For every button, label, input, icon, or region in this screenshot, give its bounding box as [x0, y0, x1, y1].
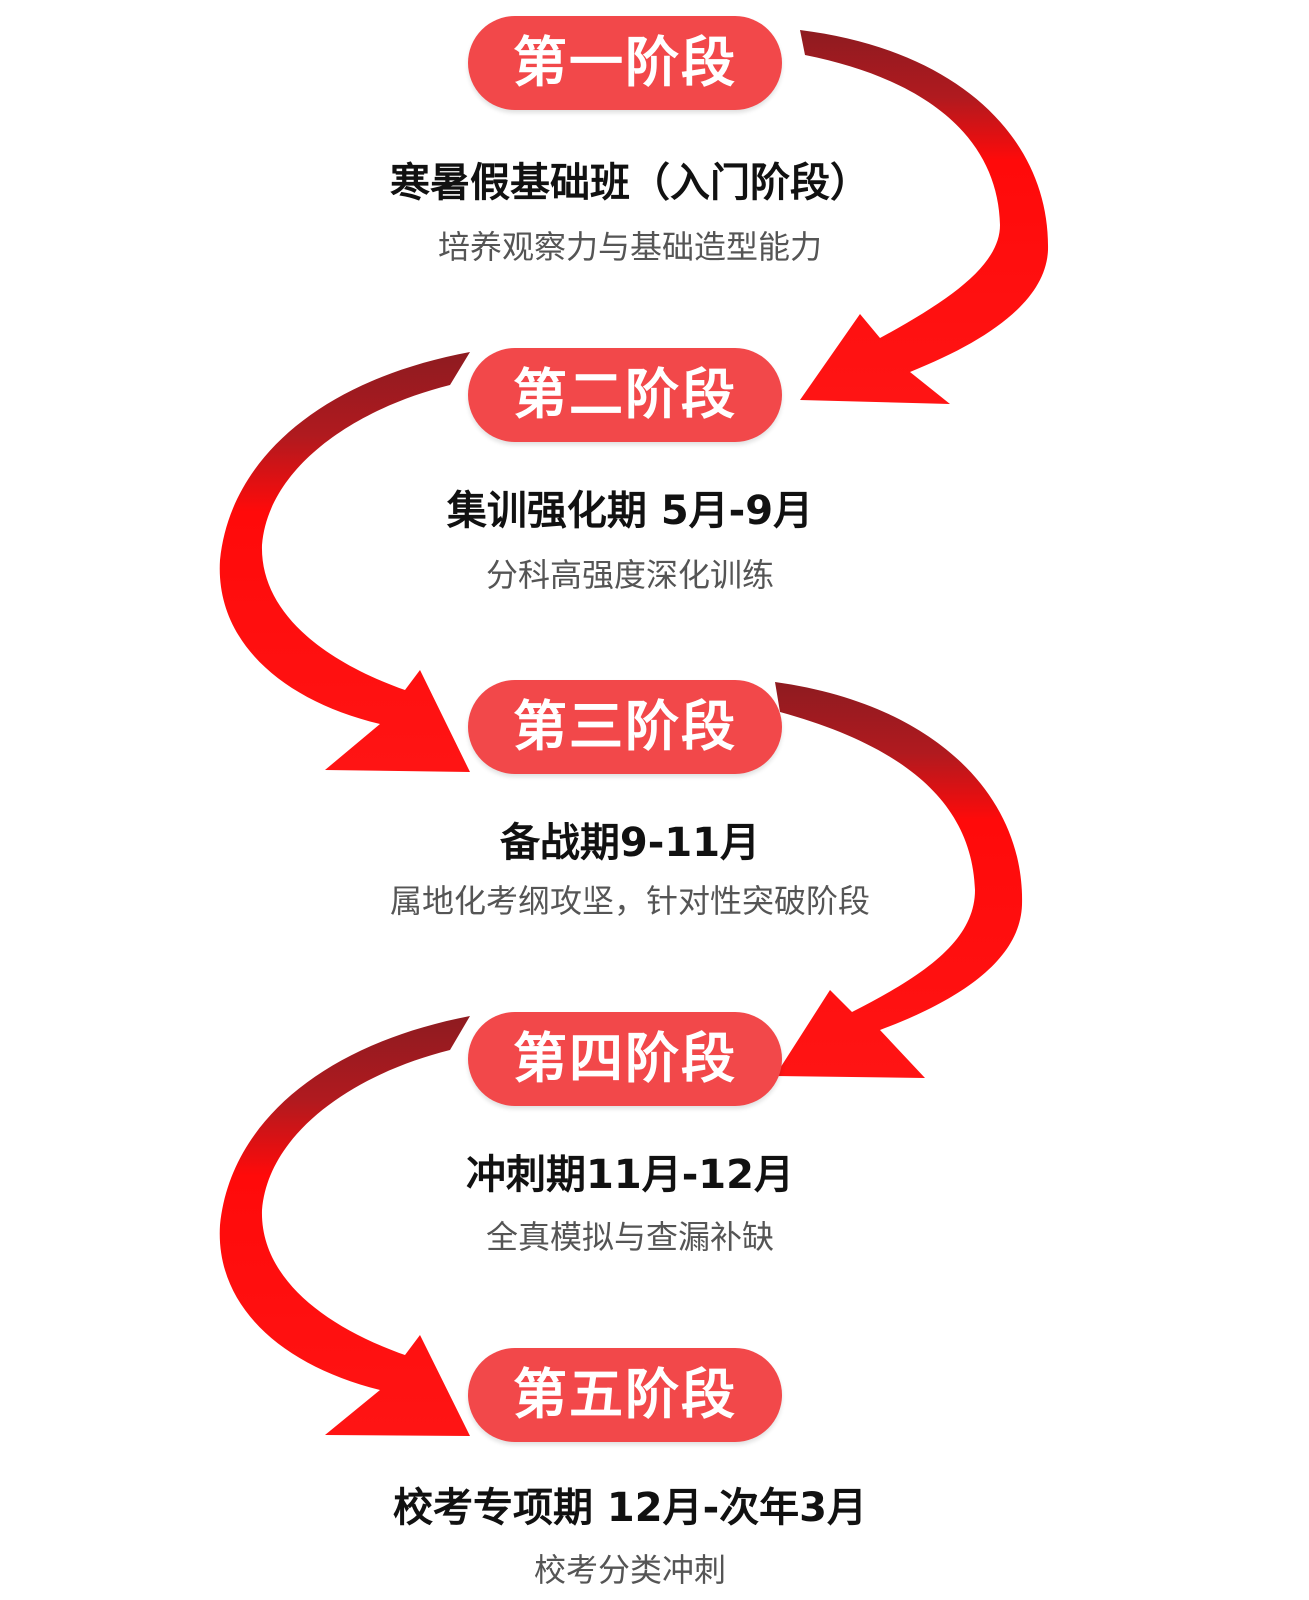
- stage-5-title: 校考专项期 12月-次年3月: [392, 1485, 868, 1531]
- stage-2-description: 分科高强度深化训练: [485, 556, 774, 594]
- arrow-1-to-2: [800, 30, 1049, 404]
- stage-2-badge: 第二阶段: [468, 348, 782, 442]
- stage-2-title: 集训强化期 5月-9月: [446, 488, 814, 534]
- stage-4-title: 冲刺期11月-12月: [466, 1152, 794, 1198]
- stage-1-title: 寒暑假基础班（入门阶段）: [390, 160, 870, 206]
- arrow-3-to-4: [775, 682, 1023, 1078]
- stage-3-description: 属地化考纲攻坚，针对性突破阶段: [389, 882, 870, 920]
- arrow-4-to-5: [219, 1016, 470, 1436]
- stage-1-badge: 第一阶段: [468, 16, 782, 110]
- stage-5-badge: 第五阶段: [468, 1348, 782, 1442]
- stage-1-description: 培养观察力与基础造型能力: [437, 228, 822, 266]
- stage-5-description: 校考分类冲刺: [533, 1551, 726, 1589]
- stage-3-title: 备战期9-11月: [499, 820, 761, 866]
- stage-4-badge: 第四阶段: [468, 1012, 782, 1106]
- stage-4-description: 全真模拟与查漏补缺: [485, 1218, 774, 1256]
- stage-3-badge: 第三阶段: [468, 680, 782, 774]
- arrow-2-to-3: [219, 352, 470, 772]
